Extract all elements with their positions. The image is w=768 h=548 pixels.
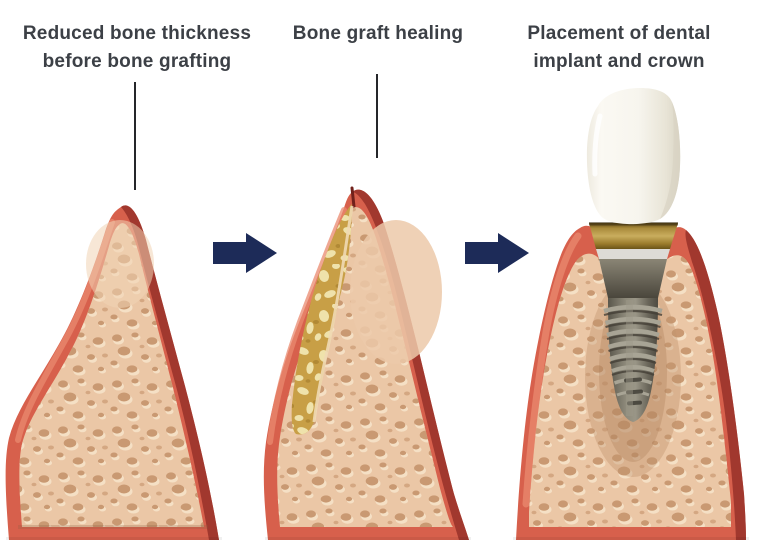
panel-label-graft-healing: Bone graft healing [292,23,464,44]
implant-platform [596,249,670,259]
bone-core [277,207,453,527]
arrow-right-icon [213,233,277,273]
illustration-bone-graft-healing [263,186,471,540]
panel-label-implant-crown: Placement of dental implant and crown [527,23,711,72]
implant-abutment [589,222,678,259]
illustration-implant-crown [513,88,749,540]
panel-label-before-graft: Reduced bone thickness before bone graft… [22,23,252,72]
arrow-right-shape [465,233,529,273]
bone-graft-material [291,204,354,435]
illustration-bone-before-graft [5,205,222,540]
tooth-crown [586,88,681,225]
bone-core [18,220,208,529]
leader-line-before-graft [134,82,136,190]
arrow-right-icon [465,233,529,273]
leader-line-graft-healing [376,74,378,158]
arrow-right-shape [213,233,277,273]
implant-screw [599,259,667,422]
